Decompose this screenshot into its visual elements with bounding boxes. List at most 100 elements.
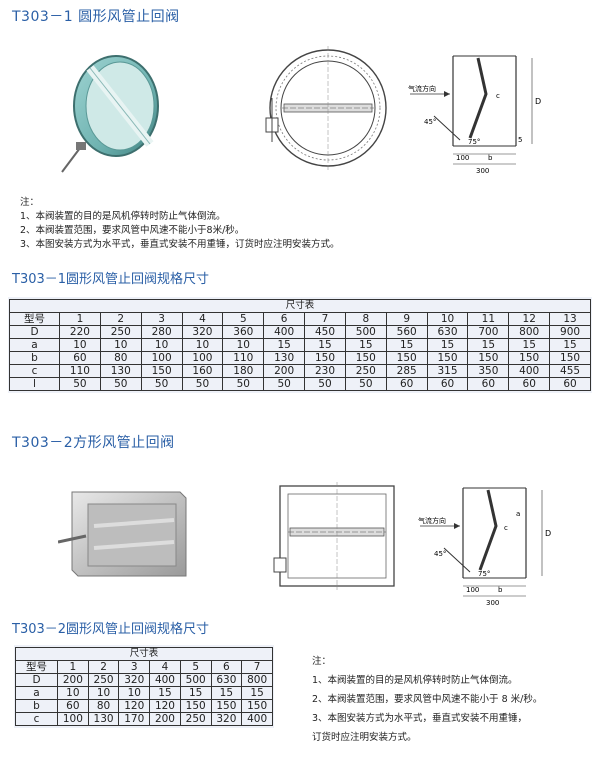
table-cell: 60 xyxy=(385,377,428,391)
table-cell: 150 xyxy=(467,351,510,365)
table-cell: 150 xyxy=(241,699,273,713)
svg-text:c: c xyxy=(496,92,500,100)
table-cell: 15 xyxy=(149,686,181,700)
table-header-cell: 6 xyxy=(263,312,306,326)
table-cell: 230 xyxy=(304,364,346,378)
table-cell: 15 xyxy=(241,686,273,700)
table-cell: 50 xyxy=(222,377,265,391)
table-cell: 50 xyxy=(304,377,346,391)
row-label: b xyxy=(15,699,58,713)
svg-text:300: 300 xyxy=(486,599,499,607)
svg-text:45°: 45° xyxy=(424,118,436,126)
table-cell: 50 xyxy=(99,377,142,391)
table-cell: 15 xyxy=(263,338,306,352)
round-side-drawing: 气流方向 45° 75° c D 5 100 b 300 xyxy=(408,55,541,175)
table-cell: 450 xyxy=(304,325,346,339)
table-cell: 60 xyxy=(549,377,591,391)
table-cell: 50 xyxy=(181,377,224,391)
table-cell: 160 xyxy=(181,364,224,378)
table-cell: 250 xyxy=(344,364,387,378)
table-cell: 15 xyxy=(467,338,510,352)
row-label: c xyxy=(15,712,58,726)
table-cell: 100 xyxy=(181,351,224,365)
table-cell: 250 xyxy=(179,712,212,726)
table-cell: 10 xyxy=(99,338,142,352)
table-cell: 15 xyxy=(508,338,551,352)
table-header-cell: 11 xyxy=(467,312,510,326)
table-cell: 150 xyxy=(549,351,591,365)
table-cell: 400 xyxy=(263,325,306,339)
table-cell: 15 xyxy=(210,686,243,700)
table-cell: 200 xyxy=(149,712,181,726)
table-cell: 320 xyxy=(210,712,243,726)
table-header-cell: 3 xyxy=(140,312,183,326)
table-cell: 200 xyxy=(57,673,89,687)
table-cell: 50 xyxy=(263,377,306,391)
table-cell: 280 xyxy=(140,325,183,339)
table-cell: 150 xyxy=(385,351,428,365)
table-header-cell: 3 xyxy=(118,660,151,674)
table1-title: T303－1圆形风管止回阀规格尺寸 xyxy=(12,272,210,287)
table-header-cell: 7 xyxy=(304,312,346,326)
table-cell: 10 xyxy=(140,338,183,352)
svg-text:45°: 45° xyxy=(434,550,446,558)
table-header-cell: 2 xyxy=(87,660,120,674)
svg-text:a: a xyxy=(516,510,520,518)
row-label: c xyxy=(9,364,60,378)
round-front-drawing xyxy=(265,46,387,170)
table-header-model: 型号 xyxy=(15,660,58,674)
table-cell: 60 xyxy=(426,377,469,391)
svg-text:75°: 75° xyxy=(478,570,490,578)
svg-text:75°: 75° xyxy=(468,138,480,146)
table-cell: 15 xyxy=(549,338,591,352)
table-cell: 150 xyxy=(140,364,183,378)
table-cell: 80 xyxy=(87,699,120,713)
svg-text:c: c xyxy=(504,524,508,532)
flow-direction-label: 气流方向 xyxy=(408,84,436,93)
table-cell: 10 xyxy=(118,686,151,700)
svg-text:100: 100 xyxy=(466,586,479,594)
table-cell: 10 xyxy=(57,686,89,700)
square-front-drawing xyxy=(273,482,395,590)
table-cell: 150 xyxy=(508,351,551,365)
svg-text:100: 100 xyxy=(456,154,469,162)
square-damper-photo xyxy=(58,491,187,577)
table-cell: 15 xyxy=(385,338,428,352)
table-cell: 10 xyxy=(87,686,120,700)
row-label: D xyxy=(9,325,60,339)
table-header-cell: 5 xyxy=(222,312,265,326)
svg-text:D: D xyxy=(535,97,541,106)
table1-caption: 尺寸表 xyxy=(9,299,591,313)
table-cell: 455 xyxy=(549,364,591,378)
table-cell: 60 xyxy=(59,351,101,365)
table-cell: 630 xyxy=(210,673,243,687)
row-label: l xyxy=(9,377,60,391)
table-cell: 150 xyxy=(344,351,387,365)
table-cell: 10 xyxy=(181,338,224,352)
table-cell: 15 xyxy=(179,686,212,700)
table-header-cell: 4 xyxy=(149,660,181,674)
table-header-cell: 8 xyxy=(344,312,387,326)
table-cell: 315 xyxy=(426,364,469,378)
table-header-cell: 6 xyxy=(210,660,243,674)
table-cell: 150 xyxy=(179,699,212,713)
table-cell: 630 xyxy=(426,325,469,339)
table-cell: 250 xyxy=(99,325,142,339)
table-cell: 15 xyxy=(344,338,387,352)
table-cell: 120 xyxy=(118,699,151,713)
row-label: a xyxy=(15,686,58,700)
table-cell: 700 xyxy=(467,325,510,339)
table-cell: 60 xyxy=(467,377,510,391)
table-cell: 110 xyxy=(59,364,101,378)
table-cell: 800 xyxy=(508,325,551,339)
